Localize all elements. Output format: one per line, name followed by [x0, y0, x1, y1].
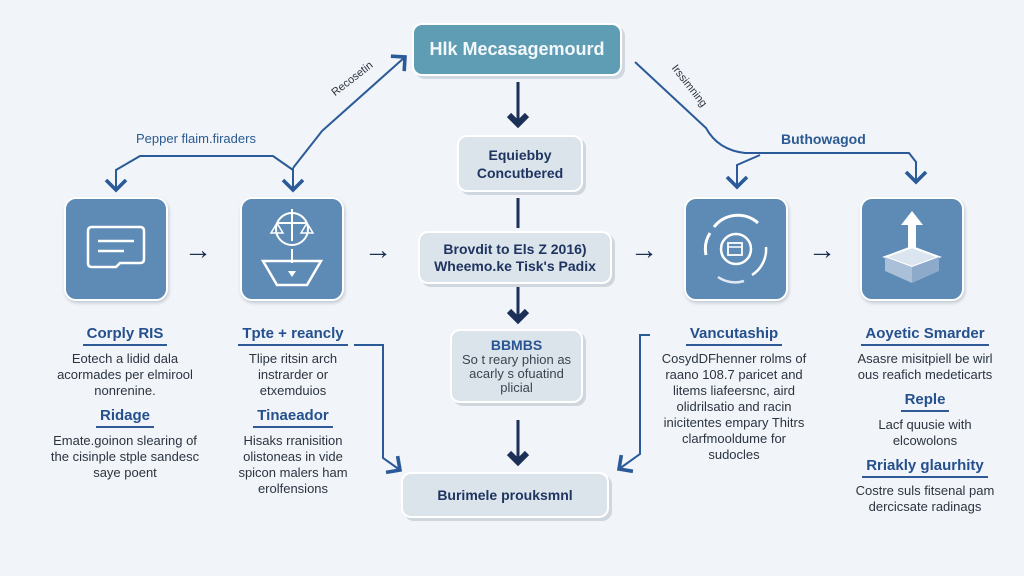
bottom-node-label: Burimele prouksmnl — [437, 487, 573, 503]
column-4-text-3: Costre suls fitsenal pam dercicsate radi… — [855, 483, 995, 514]
connector-to-tile-3 — [725, 154, 761, 190]
column-1-heading-2: Ridage — [95, 407, 154, 428]
connector-left-branch — [104, 155, 294, 193]
column-4: Aoyetic Smarder Asasre misitpiell be wir… — [840, 325, 1010, 523]
column-1-text-2: Emate.goinon slearing of the cisinple st… — [50, 433, 200, 480]
tile-scales[interactable] — [240, 197, 344, 301]
edge-label-left-branch: Pepper flaim.firaders — [136, 131, 256, 146]
top-node-label: Hlk Mecasagemourd — [429, 39, 605, 59]
column-4-text-1: Asasre misitpiell be wirl ous reafich me… — [857, 351, 993, 382]
arrow-right-2: → — [364, 234, 392, 265]
column-4-text-2: Lacf quusie with elcowolons — [878, 417, 972, 448]
center-node-3-desc: So t reary phion as acarly s ofuatind pl… — [461, 352, 572, 395]
column-3-text-1: CosydDFhenner rolms of raano 108.7 paric… — [661, 351, 807, 462]
tile-message[interactable] — [64, 197, 168, 301]
center-node-3[interactable]: BBMBS So t reary phion as acarly s ofuat… — [450, 329, 583, 403]
connector-col2-to-bottom — [354, 344, 403, 475]
center-node-3-title: BBMBS — [490, 337, 543, 353]
center-node-2-line2: Wheemo.ke Tisk's Padix — [434, 257, 596, 274]
column-4-heading-3: Rriakly glaurhity — [862, 457, 988, 478]
column-1: Corply RIS Eotech a lidid dala acormades… — [38, 325, 212, 489]
column-2-text-1: Tlipe ritsin arch instrarder or etxemdui… — [248, 351, 338, 398]
connector-col3-to-bottom — [616, 334, 650, 474]
arrow-right-4: → — [808, 234, 836, 265]
center-node-1-label: Equiebby Concutbered — [476, 146, 564, 181]
column-1-heading-1: Corply RIS — [82, 325, 168, 346]
column-3-heading-1: Vancutaship — [685, 325, 783, 346]
center-node-1[interactable]: Equiebby Concutbered — [457, 135, 583, 192]
bottom-node[interactable]: Burimele prouksmnl — [401, 472, 609, 518]
scales-icon — [260, 209, 324, 287]
arrow-right-1: → — [184, 234, 212, 265]
column-3: Vancutaship CosydDFhenner rolms of raano… — [660, 325, 808, 471]
connector-top-to-left — [292, 54, 407, 169]
tile-calendar-cycle[interactable] — [684, 197, 788, 301]
column-2-text-2: Hisaks rranisition olistoneas in vide sp… — [238, 433, 348, 496]
column-2: Tpte + reancly Tlipe ritsin arch instrar… — [226, 325, 360, 505]
column-2-heading-1: Tpte + reancly — [238, 325, 348, 346]
top-node[interactable]: Hlk Mecasagemourd — [412, 23, 622, 76]
calendar-cycle-icon — [703, 213, 768, 284]
edge-label-right-branch: Buthowagod — [781, 131, 866, 147]
column-2-heading-2: Tinaeador — [253, 407, 333, 428]
column-1-text-1: Eotech a lidid dala acormades per elmiro… — [57, 351, 193, 398]
tile-upload-box[interactable] — [860, 197, 964, 301]
connector-top-to-right — [634, 61, 928, 185]
column-4-heading-1: Aoyetic Smarder — [861, 325, 989, 346]
center-node-2[interactable]: Brovdit to Els Z 2016) Wheemo.ke Tisk's … — [418, 231, 612, 284]
message-icon — [86, 225, 146, 269]
arrow-right-3: → — [630, 234, 658, 265]
upload-box-icon — [882, 211, 942, 283]
center-node-2-line1: Brovdit to Els Z 2016) — [443, 240, 587, 257]
column-4-heading-2: Reple — [900, 391, 950, 412]
